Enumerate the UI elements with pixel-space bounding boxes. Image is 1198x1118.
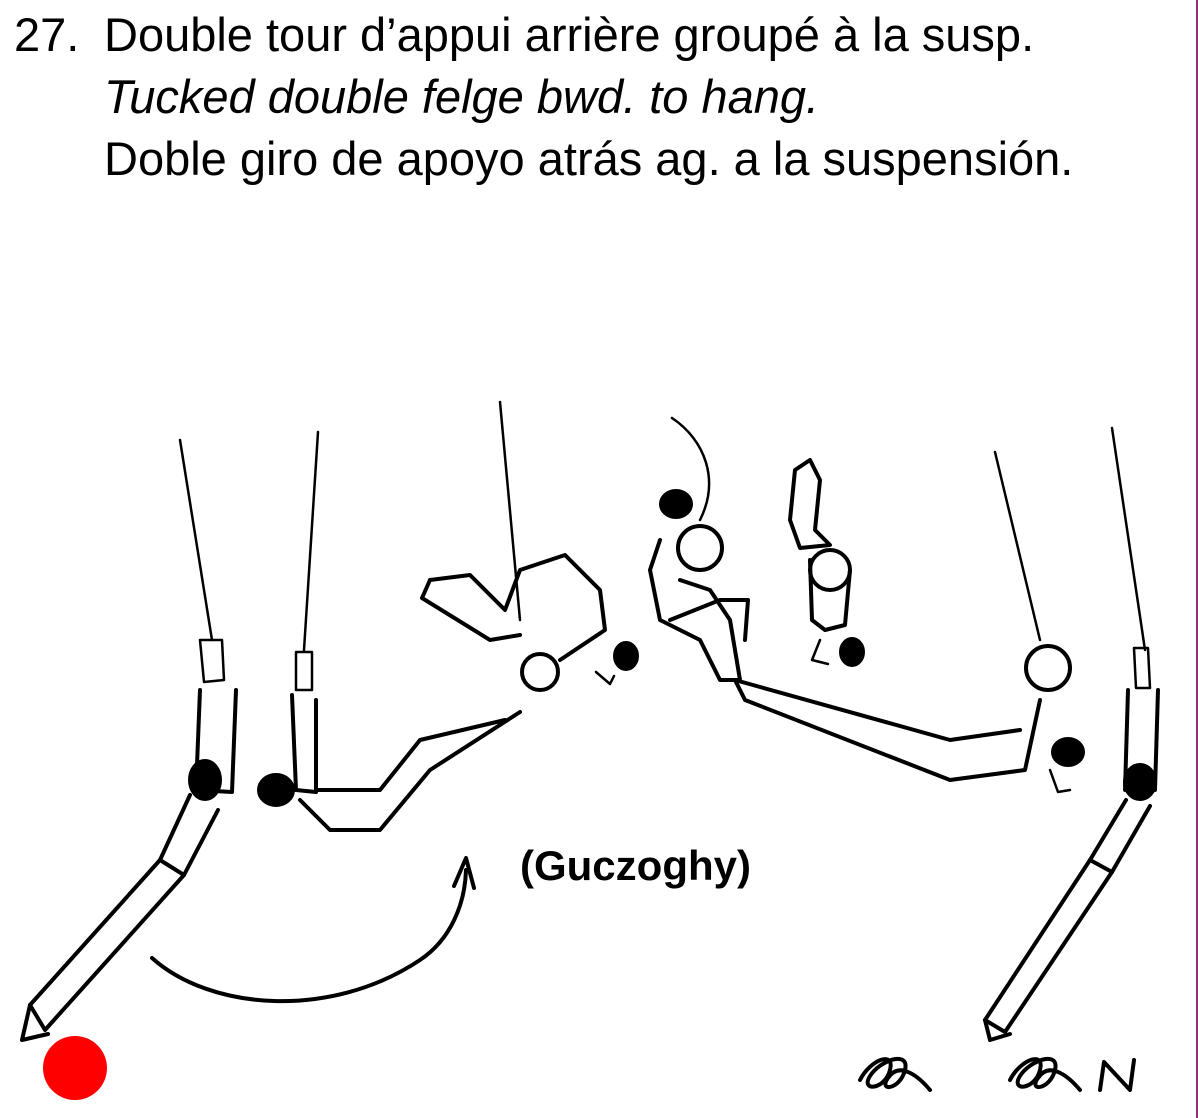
rotation-arrow [150, 856, 476, 1003]
element-number: 27. [14, 8, 80, 61]
skill-name-label: (Guczoghy) [520, 842, 751, 889]
figure-6-swing [733, 450, 1085, 794]
figure-7-hang [983, 426, 1160, 1042]
element-name-fr: Double tour d’appui arrière groupé à la … [104, 8, 1035, 61]
red-marker-dot [43, 1036, 107, 1100]
figure-3-ring [520, 652, 560, 692]
figure-3-head [613, 641, 639, 671]
title-line-fr: 27. Double tour d’appui arrière groupé à … [14, 4, 1189, 66]
figure-1-hang [20, 438, 238, 1042]
page-border [1196, 0, 1198, 1118]
figure-4-tuck [648, 416, 750, 682]
figure-2-head [257, 773, 295, 807]
figure-5-inverted [788, 458, 865, 667]
figure-3-tuck [420, 400, 639, 692]
element-name-es: Doble giro de apoyo atrás ag. a la suspe… [104, 132, 1074, 185]
title-line-en: Tucked double felge bwd. to hang. [14, 66, 1189, 128]
title-line-es: Doble giro de apoyo atrás ag. a la suspe… [14, 128, 1189, 190]
figure-2-swing [257, 430, 522, 832]
figure-6-ring [1024, 644, 1072, 692]
figure-7-head [1123, 763, 1157, 801]
signature [858, 1057, 1136, 1092]
figure-5-head [839, 637, 865, 667]
figure-4-ring [676, 524, 724, 572]
element-title-block: 27. Double tour d’appui arrière groupé à … [14, 4, 1189, 190]
figure-4-head [659, 489, 693, 519]
figure-1-head [188, 759, 222, 801]
element-name-en: Tucked double felge bwd. to hang. [104, 70, 820, 123]
figure-5-ring [808, 548, 852, 592]
figure-6-head [1051, 737, 1085, 767]
